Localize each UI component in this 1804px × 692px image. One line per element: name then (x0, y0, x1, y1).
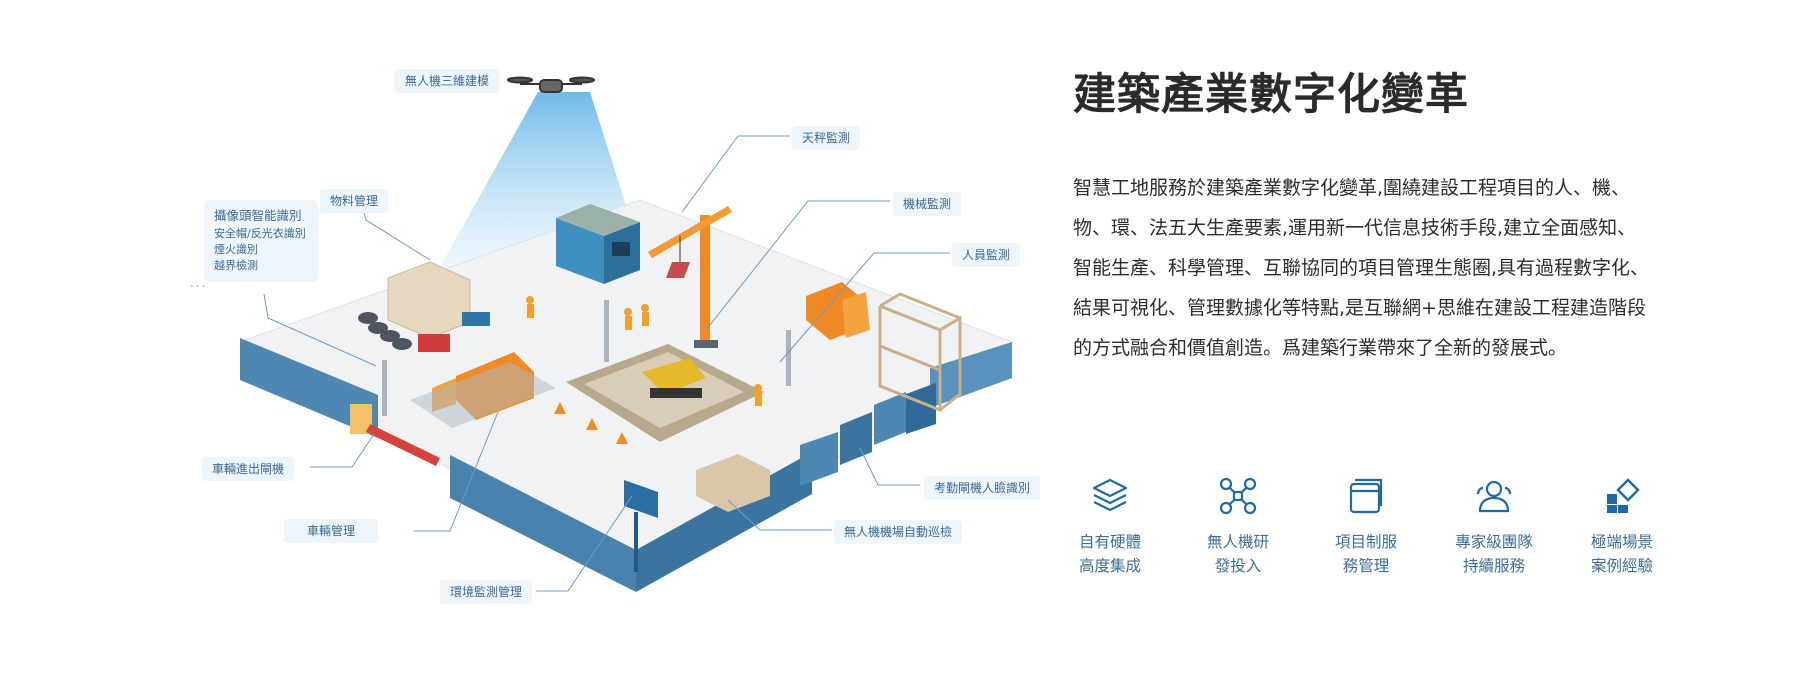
gate-wall-2 (840, 412, 872, 465)
truck-right-cab (842, 292, 870, 338)
callout-camera-ai: 攝像頭智能識別 安全帽/反光衣識別 煙火識別 越界檢測 (204, 200, 318, 282)
feature-item: 極端場景案例經驗 (1572, 476, 1672, 578)
callout-drone-airport: 無人機機場自動巡檢 (834, 520, 963, 544)
crane-jib (648, 206, 732, 258)
excavator (642, 358, 706, 394)
gate-booth (350, 404, 372, 434)
feature-item: 自有硬體高度集成 (1060, 476, 1160, 578)
building-frame (878, 292, 962, 413)
callout-attendance-face: 考勤閘機人臉識別 (924, 476, 1041, 500)
feature-label: 無人機研發投入 (1206, 533, 1269, 575)
feature-label: 項目制服務管理 (1334, 533, 1397, 575)
callout-environment-monitoring: 環境監測管理 (440, 580, 533, 604)
excavator-track (650, 388, 702, 398)
vehicle-pad (410, 362, 556, 428)
feature-label: 專家級團隊持續服務 (1455, 533, 1533, 575)
crane-mast (700, 215, 710, 345)
feature-label: 自有硬體高度集成 (1078, 533, 1141, 575)
callout-machine-monitoring: 機械監測 (893, 192, 962, 216)
callout-personnel-monitoring: 人員監測 (952, 243, 1021, 267)
traffic-cones (554, 402, 628, 444)
ellipsis-text: ... (190, 276, 208, 290)
callout-camera-ai-item: 安全帽/反光衣識別 (214, 227, 306, 240)
feature-item: 無人機研發投入 (1188, 476, 1288, 578)
callout-camera-ai-item: 煙火識別 (214, 243, 258, 256)
crane-base (694, 340, 718, 348)
steel-pipes (358, 312, 412, 350)
gate-wall-1 (800, 432, 838, 486)
feature-list: 自有硬體高度集成 無人機研發投入 項目制服務管理 專家級團隊持續服務 (1054, 476, 1674, 596)
site-wall-right (930, 342, 1012, 408)
feature-item: 專家級團隊持續服務 (1444, 476, 1544, 578)
environment-monitor-board (624, 480, 658, 518)
camera-pole-1 (382, 360, 387, 416)
drone (507, 76, 595, 93)
isometric-construction-site (240, 76, 1014, 592)
project-icon (1349, 478, 1383, 514)
site-office-window (612, 242, 630, 256)
environment-monitor-pole (634, 512, 638, 572)
callout-leaders (263, 135, 950, 592)
red-cabinet (418, 334, 450, 352)
crane-load (666, 262, 690, 278)
callout-camera-ai-item: 越界檢測 (214, 259, 258, 272)
feature-label: 極端場景案例經驗 (1590, 533, 1653, 575)
gate-wall-3 (874, 392, 906, 445)
scenario-icon (1607, 478, 1640, 513)
page-title: 建築產業數字化變革 (1073, 70, 1469, 120)
site-wall-front (450, 455, 636, 592)
camera-pole-2 (604, 300, 609, 362)
drone-airport-box (696, 454, 770, 512)
callout-drone-modeling: 無人機三維建模 (395, 69, 500, 93)
intro-section: 建築產業數字化變革 智慧工地服務於建築產業數字化變革,圍繞建設工程項目的人、機、… (1073, 60, 1653, 387)
callout-vehicle-management: 車輛管理 (284, 519, 378, 543)
site-office-roof (556, 204, 640, 236)
callout-vehicle-gate: 車輛進出閘機 (202, 457, 295, 481)
feature-item: 項目制服務管理 (1316, 476, 1416, 578)
blue-pallet (462, 312, 490, 326)
drone-icon (1219, 477, 1257, 515)
site-wall-left (240, 338, 378, 438)
layers-icon (1092, 478, 1128, 512)
intro-paragraph: 智慧工地服務於建築產業數字化變革,圍繞建設工程項目的人、機、物、環、法五大生產要… (1073, 177, 1650, 359)
site-office-front (556, 218, 604, 284)
callout-material-management: 物料管理 (320, 189, 389, 213)
gate-barrier-arm (366, 424, 440, 466)
workers (526, 296, 762, 406)
gate-wall-4 (906, 383, 936, 434)
callout-crane-monitoring: 天秤監測 (792, 126, 861, 150)
team-icon (1476, 480, 1512, 513)
camera-pole-3 (786, 330, 791, 386)
callout-camera-ai-title: 攝像頭智能識別 (214, 208, 302, 223)
